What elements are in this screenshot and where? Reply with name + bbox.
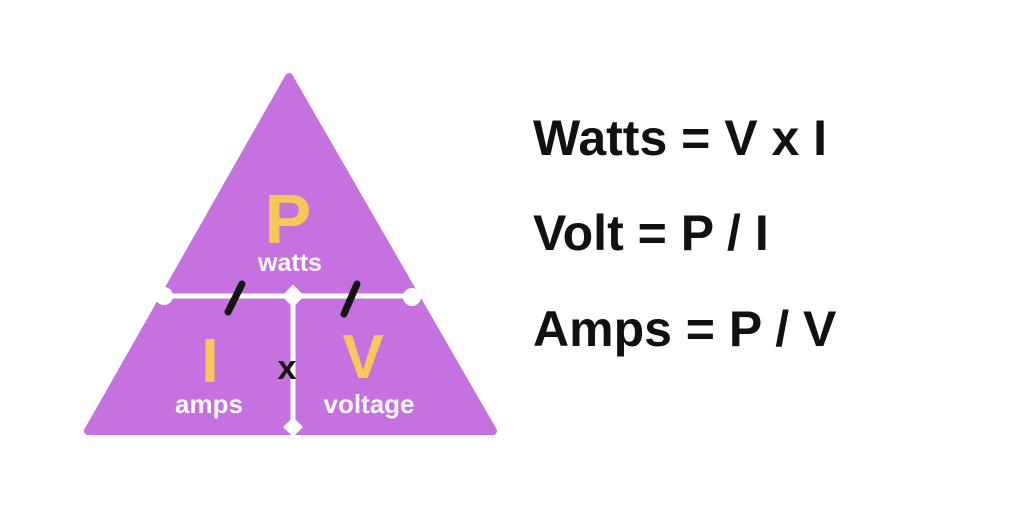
center-node-diamond bbox=[281, 284, 305, 308]
power-triangle-diagram: P watts I amps V voltage x bbox=[84, 73, 497, 437]
right-node-circle bbox=[403, 288, 421, 306]
formula-list: Watts = V x I Volt = P / I Amps = P / V bbox=[533, 0, 1013, 512]
formula-volt: Volt = P / I bbox=[533, 205, 769, 261]
divide-slash-right-icon bbox=[340, 280, 361, 318]
power-label: watts bbox=[257, 249, 322, 277]
voltage-label: voltage bbox=[323, 389, 414, 419]
divide-slash-left-icon bbox=[224, 280, 246, 316]
multiply-operator: x bbox=[278, 349, 297, 387]
formula-amps: Amps = P / V bbox=[533, 301, 837, 357]
current-label: amps bbox=[175, 389, 243, 419]
formula-watts: Watts = V x I bbox=[533, 110, 828, 166]
voltage-symbol: V bbox=[342, 323, 383, 392]
triangle-shape bbox=[88, 77, 493, 431]
left-node-circle bbox=[155, 287, 173, 305]
power-symbol: P bbox=[265, 180, 312, 258]
bottom-node-diamond bbox=[283, 417, 303, 437]
current-symbol: I bbox=[201, 327, 218, 396]
